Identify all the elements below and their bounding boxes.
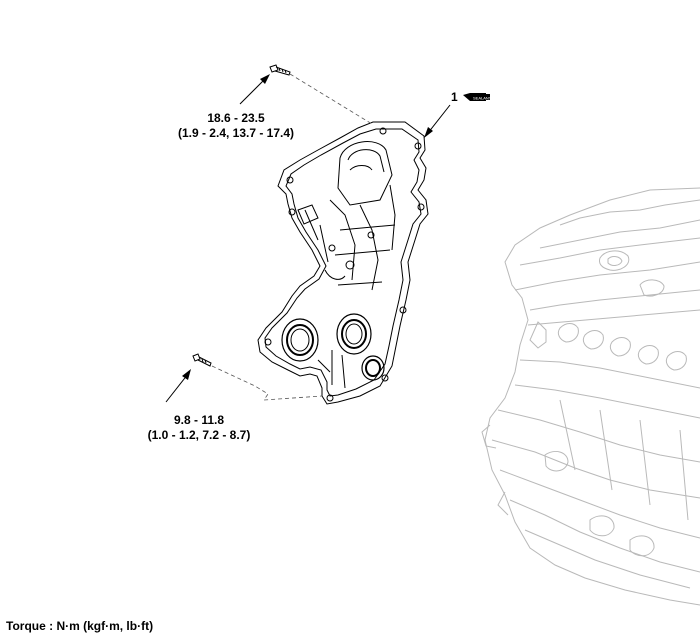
sealant-tag-text: SEALANT	[473, 96, 492, 101]
lower-bolt-leader	[211, 365, 323, 401]
upper-torque-nm: 18.6 - 23.5	[207, 111, 265, 125]
upper-bolt-torque-label: 18.6 - 23.5 (1.9 - 2.4, 13.7 - 17.4)	[162, 111, 310, 141]
upper-bolt-icon	[269, 64, 291, 76]
lower-torque-alt-units: (1.0 - 1.2, 7.2 - 8.7)	[147, 428, 251, 442]
upper-torque-arrow	[239, 74, 270, 105]
engine-block	[481, 187, 700, 606]
callout-arrow-1	[424, 104, 451, 138]
upper-torque-alt-units: (1.9 - 2.4, 13.7 - 17.4)	[177, 126, 295, 140]
sealant-tube-icon: SEALANT	[463, 93, 492, 101]
upper-bolt-leader	[289, 73, 373, 125]
lower-bolt-icon	[192, 353, 212, 367]
lower-torque-arrow	[165, 369, 191, 403]
lower-torque-nm: 9.8 - 11.8	[173, 413, 225, 427]
torque-units-footnote: Torque : N·m (kgf·m, lb·ft)	[6, 619, 154, 633]
lower-bolt-torque-label: 9.8 - 11.8 (1.0 - 1.2, 7.2 - 8.7)	[140, 413, 258, 443]
timing-chain-cover	[257, 121, 429, 405]
part-number-callout: 1	[451, 90, 458, 104]
